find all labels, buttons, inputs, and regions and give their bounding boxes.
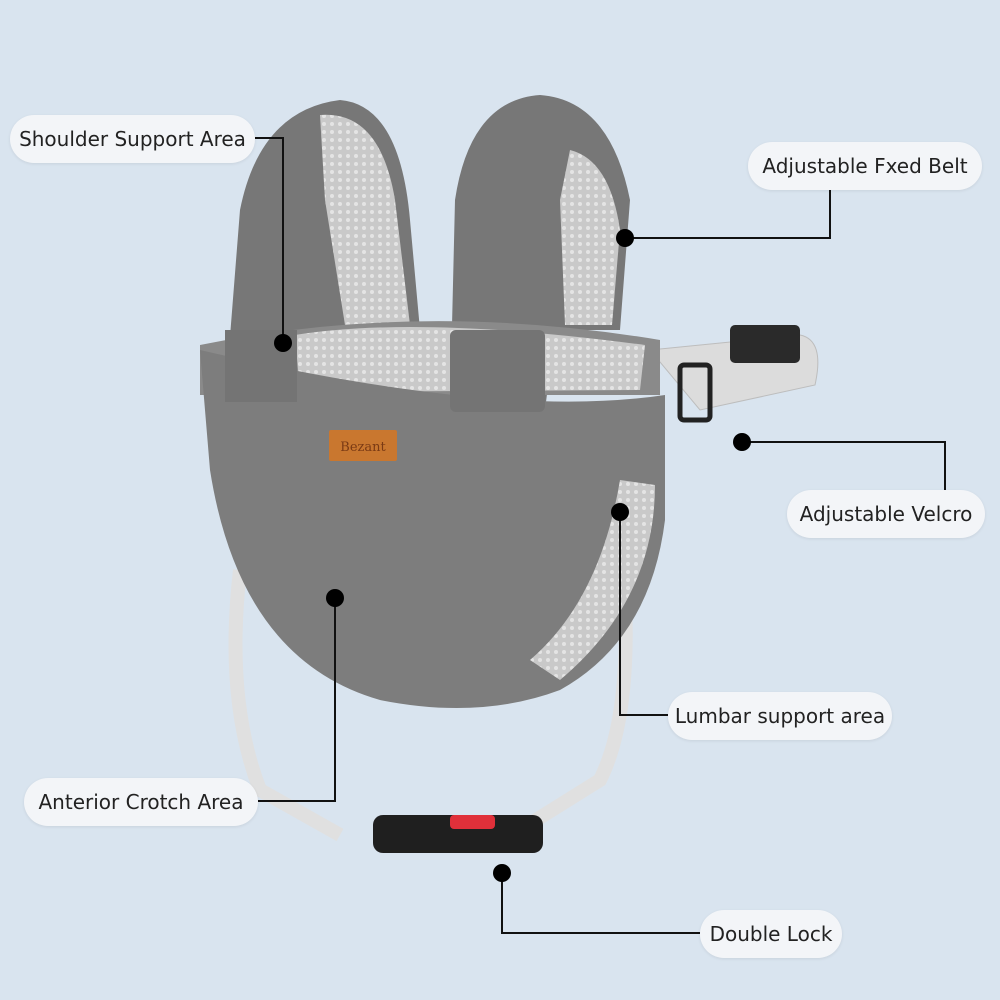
brand-logo: Bezant <box>340 440 386 455</box>
belt-buckle <box>730 325 800 363</box>
callout-adjustable-belt: Adjustable Fxed Belt <box>748 142 982 190</box>
crotch-strap <box>228 569 344 842</box>
belt-slider <box>677 362 713 423</box>
callout-adjustable-velcro: Adjustable Velcro <box>787 490 985 538</box>
callout-shoulder-support: Shoulder Support Area <box>10 115 255 163</box>
double-lock-buckle <box>373 815 543 853</box>
callout-anterior-crotch: Anterior Crotch Area <box>24 778 258 826</box>
callout-double-lock: Double Lock <box>700 910 842 958</box>
callout-dots <box>274 229 751 882</box>
leader-lines <box>255 137 946 934</box>
brand-patch <box>329 430 397 461</box>
callout-lumbar-support: Lumbar support area <box>668 692 892 740</box>
carrier-body <box>200 350 665 708</box>
